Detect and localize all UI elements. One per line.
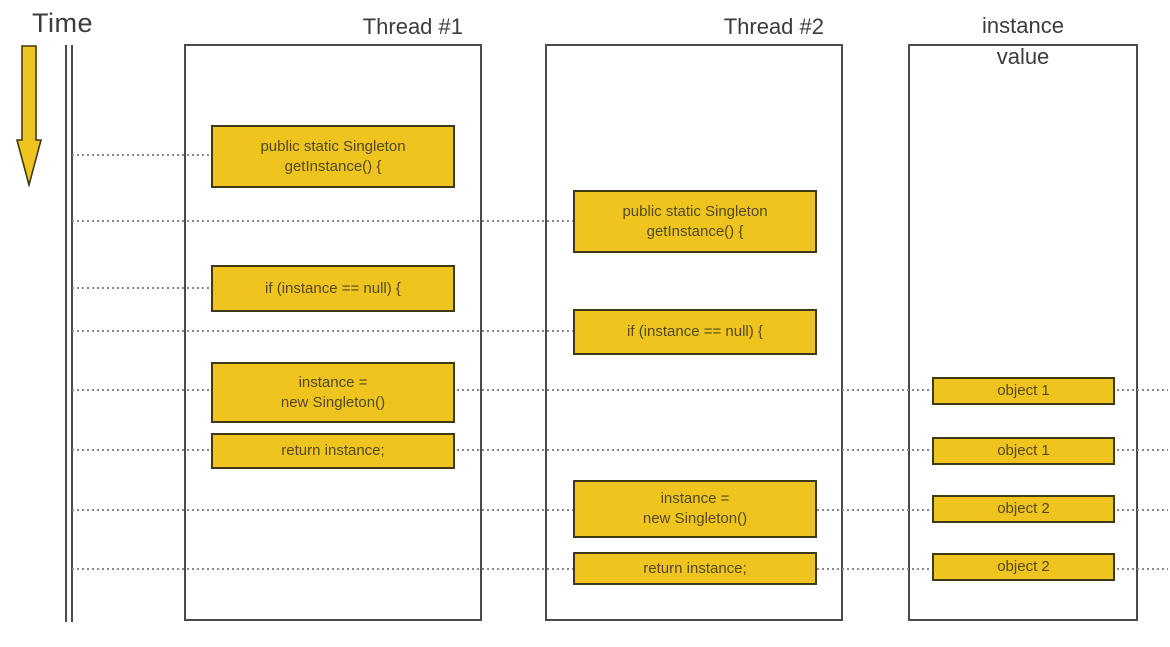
instance-value-object1-text-b: object 1	[997, 442, 1050, 459]
instance-value-column-title: instance value	[908, 10, 1138, 72]
thread2-newsingleton-line1: instance =	[660, 490, 730, 507]
instance-value-object2-text-b: object 2	[997, 558, 1050, 575]
thread2-ifnull-box: if (instance == null) {	[573, 309, 817, 355]
instance-value-title-line2: value	[996, 44, 1050, 69]
instance-value-object1-box-a: object 1	[932, 377, 1115, 405]
instance-value-title-line1: instance	[982, 13, 1064, 38]
thread2-getinstance-line1: public static Singleton	[622, 202, 768, 220]
timeline-axis	[65, 45, 73, 622]
thread1-newsingleton-line2: new Singleton()	[280, 393, 386, 411]
thread2-getinstance-box: public static Singleton getInstance() {	[573, 190, 817, 253]
event-line-t1-return-object1	[72, 449, 1168, 451]
time-axis-label: Time	[32, 8, 93, 38]
instance-value-object2-box-a: object 2	[932, 495, 1115, 523]
instance-value-object2-box-b: object 2	[932, 553, 1115, 581]
thread1-ifnull-text: if (instance == null) {	[265, 279, 401, 297]
thread2-return-box: return instance;	[573, 552, 817, 585]
event-line-t1-ifnull	[72, 287, 211, 289]
thread2-column-title: Thread #2	[723, 14, 824, 39]
event-line-t2-ifnull	[72, 330, 573, 332]
thread2-newsingleton-line2: new Singleton()	[642, 510, 748, 527]
thread2-return-text: return instance;	[643, 559, 747, 577]
thread1-getinstance-box: public static Singleton getInstance() {	[211, 125, 455, 188]
instance-value-object2-text-a: object 2	[997, 500, 1050, 517]
thread1-getinstance-line1: public static Singleton	[260, 137, 406, 155]
instance-value-object1-text-a: object 1	[997, 382, 1050, 399]
thread2-ifnull-text: if (instance == null) {	[627, 323, 763, 340]
thread1-getinstance-line2: getInstance() {	[284, 157, 382, 175]
thread2-newsingleton-box: instance = new Singleton()	[573, 480, 817, 538]
time-down-arrow-icon	[16, 45, 42, 187]
thread1-column-title: Thread #1	[362, 14, 463, 39]
thread1-newsingleton-line1: instance =	[298, 373, 368, 391]
event-line-t1-newsingleton-object1	[72, 389, 1168, 391]
thread1-ifnull-box: if (instance == null) {	[211, 265, 455, 312]
thread2-getinstance-line2: getInstance() {	[646, 222, 744, 240]
thread1-return-box: return instance;	[211, 433, 455, 469]
thread1-newsingleton-box: instance = new Singleton()	[211, 362, 455, 423]
instance-value-object1-box-b: object 1	[932, 437, 1115, 465]
instance-value-column	[908, 44, 1138, 621]
event-line-t2-getinstance	[72, 220, 573, 222]
event-line-t1-getinstance	[72, 154, 211, 156]
thread1-return-text: return instance;	[281, 442, 385, 459]
